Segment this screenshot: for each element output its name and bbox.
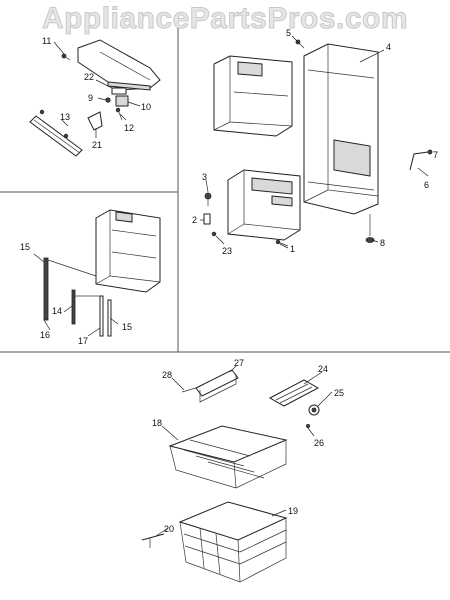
callout-24: 24 (318, 364, 328, 374)
part-divider-28 (181, 387, 197, 393)
part-screws-13 (39, 109, 69, 139)
callout-4: 4 (386, 42, 391, 52)
watermark-logo: AppliancePartsPros.com (41, 2, 409, 36)
callout-20: 20 (164, 524, 174, 534)
part-bracket-21 (87, 111, 103, 131)
leader-lines (33, 35, 429, 537)
panel-bottom (141, 369, 320, 583)
callout-25: 25 (334, 388, 344, 398)
part-ice-bin-housing (95, 209, 161, 293)
callout-10: 10 (141, 102, 151, 112)
panel-bottom-left (43, 209, 161, 337)
part-rail-14 (71, 289, 76, 325)
callout-9: 9 (88, 93, 93, 103)
callout-1: 1 (290, 244, 295, 254)
part-bracket-22 (111, 87, 127, 95)
callout-7: 7 (433, 150, 438, 160)
part-clip-9 (105, 97, 111, 103)
callout-5: 5 (286, 28, 291, 38)
part-leveler-8 (365, 214, 375, 243)
panel-top-right (203, 39, 433, 247)
part-upper-basket-18 (168, 425, 288, 489)
part-shelf-24 (268, 379, 320, 407)
callout-18: 18 (152, 418, 162, 428)
part-fresh-food-liner (213, 55, 293, 137)
callout-17: 17 (78, 336, 88, 346)
part-tube-6 (409, 151, 429, 171)
part-bracket-2 (203, 213, 211, 225)
part-wheel-25 (308, 404, 320, 416)
part-crisper-drawer (227, 169, 301, 241)
part-trim-bar-13 (29, 115, 83, 157)
part-screw-23 (211, 231, 217, 237)
part-rail-15b (99, 295, 112, 337)
part-rail-15 (43, 257, 49, 321)
callout-labels: 11 22 9 10 12 21 13 15 14 16 17 15 4 5 7… (20, 28, 438, 534)
part-hinge-10 (115, 95, 129, 107)
callout-2: 2 (192, 215, 197, 225)
callout-14: 14 (52, 306, 62, 316)
panel-frames (0, 28, 450, 353)
callout-26: 26 (314, 438, 324, 448)
part-lower-basket-19 (178, 501, 288, 583)
part-cabinet-4 (303, 43, 379, 215)
callout-13: 13 (60, 112, 70, 122)
callout-3: 3 (202, 172, 207, 182)
part-crisper-cover-trim (77, 39, 161, 91)
callout-16: 16 (40, 330, 50, 340)
callout-27: 27 (234, 358, 244, 368)
part-screw-12 (115, 107, 123, 121)
part-clip-7 (427, 149, 433, 155)
callout-8: 8 (380, 238, 385, 248)
callout-22: 22 (84, 72, 94, 82)
callout-12: 12 (124, 123, 134, 133)
part-screw-11 (61, 53, 71, 61)
part-screw-26 (305, 423, 310, 428)
part-basket-rail-27 (195, 369, 239, 403)
callout-11: 11 (42, 36, 51, 46)
callout-28: 28 (162, 370, 172, 380)
callout-15-a: 15 (20, 242, 30, 252)
part-handle-20 (141, 533, 165, 548)
part-fastener-3 (204, 192, 212, 206)
panel-top-left (29, 39, 161, 157)
callout-15-b: 15 (122, 322, 132, 332)
callout-23: 23 (222, 246, 232, 256)
callout-19: 19 (288, 506, 298, 516)
callout-6: 6 (424, 180, 429, 190)
callout-21: 21 (92, 140, 102, 150)
part-screw-1 (275, 239, 289, 247)
